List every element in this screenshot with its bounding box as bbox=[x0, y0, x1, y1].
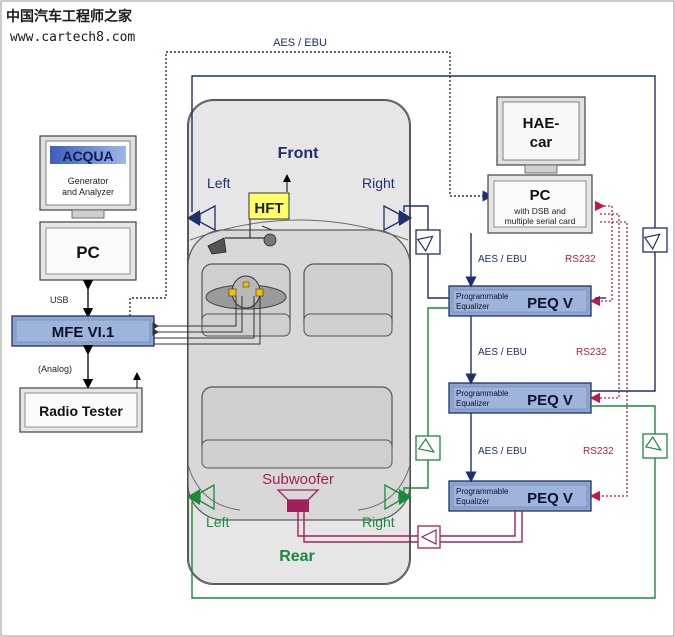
rs232-label-2: RS232 bbox=[576, 347, 607, 358]
rear-label: Rear bbox=[279, 548, 315, 565]
acqua-monitor: ACQUA Generator and Analyzer bbox=[39, 135, 137, 219]
acqua-line2: and Analyzer bbox=[62, 187, 114, 197]
acqua-line1: Generator bbox=[68, 176, 109, 186]
front-right-signal-line bbox=[403, 205, 449, 299]
aes-ebu-top-label: AES / EBU bbox=[273, 37, 327, 49]
watermark-url: www.cartech8.com bbox=[10, 30, 136, 45]
peq2-small2: Equalizer bbox=[456, 399, 490, 408]
amplifier-subwoofer bbox=[417, 525, 441, 549]
hae-line1: HAE- bbox=[523, 115, 560, 132]
mfe-dummy-cables bbox=[152, 296, 261, 345]
watermark-title: 中国汽车工程师之家 bbox=[6, 9, 132, 25]
peq2-big: PEQ V bbox=[527, 392, 573, 409]
mfe-unit: MFE VI.1 bbox=[11, 315, 155, 347]
aes-ebu-label-1: AES / EBU bbox=[478, 254, 527, 265]
amplifier-far-right-green bbox=[642, 433, 668, 459]
radio-tester: Radio Tester bbox=[19, 372, 143, 433]
hae-car-monitor: HAE- car bbox=[496, 96, 586, 174]
rear-left-signal-line bbox=[191, 405, 656, 599]
aes-ebu-label-3: AES / EBU bbox=[478, 446, 527, 457]
speaker-front-right bbox=[383, 204, 412, 232]
pc-right: PC with DSB and multiple serial card bbox=[487, 174, 593, 234]
front-right-label: Right bbox=[362, 175, 395, 191]
usb-label: USB bbox=[50, 295, 69, 305]
hft-unit: HFT bbox=[207, 174, 291, 255]
aes-ebu-label-2: AES / EBU bbox=[478, 347, 527, 358]
pc-right-title: PC bbox=[530, 187, 551, 204]
front-label: Front bbox=[278, 145, 320, 162]
rs232-links bbox=[589, 200, 628, 502]
peq-unit-2: Programmable Equalizer PEQ V bbox=[448, 382, 592, 414]
peq-unit-3: Programmable Equalizer PEQ V bbox=[448, 480, 592, 512]
aes-ebu-dotted-link bbox=[129, 51, 494, 316]
amplifier-far-right-navy bbox=[642, 227, 668, 253]
pc-right-line1: with DSB and bbox=[513, 206, 566, 216]
peq1-small2: Equalizer bbox=[456, 302, 490, 311]
peq3-big: PEQ V bbox=[527, 490, 573, 507]
hft-label: HFT bbox=[254, 200, 283, 217]
rear-right-signal-line bbox=[403, 307, 449, 493]
rs232-label-1: RS232 bbox=[565, 254, 596, 265]
rs232-label-3: RS232 bbox=[583, 446, 614, 457]
car-body bbox=[187, 99, 411, 585]
speaker-front-left bbox=[187, 204, 216, 232]
amplifier-rear-right bbox=[415, 435, 441, 461]
pc-right-line2: multiple serial card bbox=[505, 216, 576, 226]
amplifier-front-right bbox=[415, 229, 441, 255]
mfe-label: MFE VI.1 bbox=[52, 324, 115, 341]
head-torso-simulator bbox=[205, 275, 287, 310]
peq1-big: PEQ V bbox=[527, 295, 573, 312]
subwoofer bbox=[276, 489, 320, 512]
hae-line2: car bbox=[530, 134, 553, 151]
rear-left-label: Left bbox=[206, 514, 229, 530]
subwoofer-signal-line bbox=[297, 511, 523, 543]
peq3-small2: Equalizer bbox=[456, 497, 490, 506]
rear-right-label: Right bbox=[362, 514, 395, 530]
pc-left-label: PC bbox=[76, 243, 100, 262]
front-left-label: Left bbox=[207, 175, 230, 191]
peq3-small1: Programmable bbox=[456, 487, 509, 496]
pc-left: PC bbox=[39, 221, 137, 281]
peq1-small1: Programmable bbox=[456, 292, 509, 301]
peq-unit-1: Programmable Equalizer PEQ V bbox=[448, 285, 592, 317]
radio-tester-label: Radio Tester bbox=[39, 403, 123, 419]
peq2-small1: Programmable bbox=[456, 389, 509, 398]
front-left-signal-line bbox=[191, 75, 656, 392]
speaker-rear-left bbox=[187, 483, 215, 511]
subwoofer-label: Subwoofer bbox=[262, 471, 334, 488]
acqua-logo: ACQUA bbox=[62, 148, 113, 164]
speaker-rear-right bbox=[384, 483, 412, 511]
analog-label: (Analog) bbox=[38, 364, 72, 374]
